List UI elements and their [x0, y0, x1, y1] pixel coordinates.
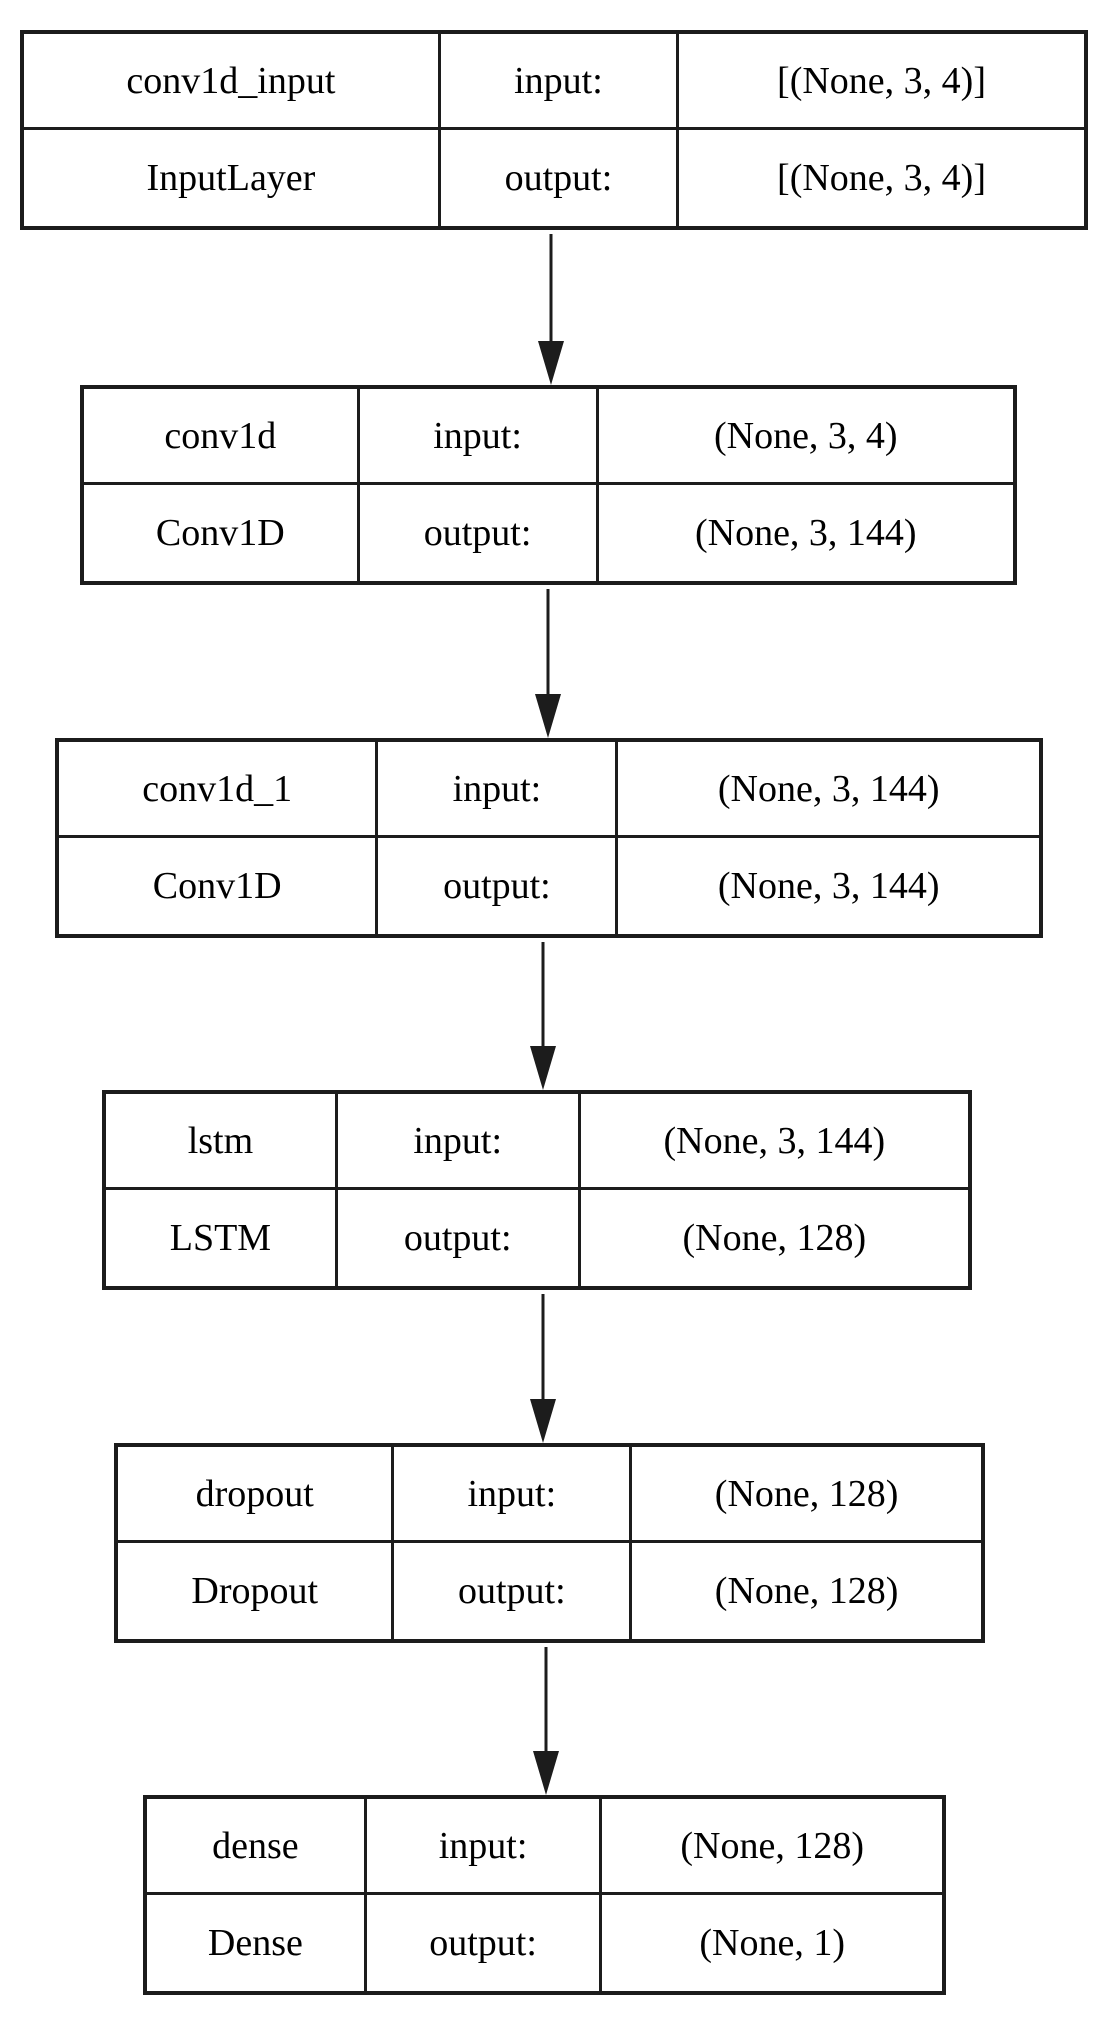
arrow-line — [546, 589, 550, 694]
output-shape: (None, 3, 144) — [694, 512, 917, 554]
connector-arrow — [529, 942, 557, 1090]
layer-class: InputLayer — [24, 130, 441, 226]
arrow-down-icon — [530, 1399, 556, 1443]
arrow-down-icon — [535, 694, 561, 738]
layer-class: LSTM — [106, 1190, 338, 1286]
arrow-down-icon — [538, 341, 564, 385]
output-label: output: — [360, 485, 599, 581]
input-shape: (None, 128) — [632, 1447, 981, 1543]
connector-arrow — [534, 589, 562, 738]
arrow-down-icon — [533, 1751, 559, 1795]
output-shape: (None, 1) — [699, 1922, 846, 1964]
input-shape: (None, 3, 144) — [580, 1094, 968, 1190]
output-label: output: — [441, 130, 680, 226]
output-shape: (None, 128) — [682, 1217, 867, 1259]
layer-name: conv1d — [84, 389, 360, 485]
layer-node-conv1d_1: conv1d_1 input: (None, 3, 144) Conv1D ou… — [55, 738, 1043, 938]
connector-arrow — [529, 1294, 557, 1443]
layer-name: conv1d_input — [24, 34, 441, 130]
layer-node-conv1d_input: conv1d_input input: [(None, 3, 4)] Input… — [20, 30, 1088, 230]
layer-node-lstm: lstm input: (None, 3, 144) LSTM output: … — [102, 1090, 972, 1290]
output-label: output: — [394, 1543, 633, 1639]
layer-class: Conv1D — [59, 838, 379, 934]
output-shape: (None, 3, 144) — [717, 865, 940, 907]
input-label: input: — [337, 1094, 581, 1190]
input-shape: (None, 128) — [602, 1799, 942, 1895]
layer-name: dropout — [118, 1447, 395, 1543]
layer-name: conv1d_1 — [59, 742, 379, 838]
connector-arrow — [537, 234, 565, 385]
output-shape: [(None, 3, 4)] — [777, 157, 986, 199]
layer-class: Conv1D — [84, 485, 360, 581]
layer-node-dropout: dropout input: (None, 128) Dropout outpu… — [114, 1443, 985, 1643]
input-label: input: — [378, 742, 619, 838]
input-shape: [(None, 3, 4)] — [679, 34, 1084, 130]
input-shape: (None, 3, 144) — [618, 742, 1039, 838]
output-label: output: — [367, 1895, 603, 1991]
arrow-down-icon — [530, 1046, 556, 1090]
input-label: input: — [394, 1447, 633, 1543]
arrow-line — [541, 942, 545, 1046]
layer-name: lstm — [106, 1094, 338, 1190]
layer-name: dense — [147, 1799, 367, 1895]
input-label: input: — [366, 1799, 603, 1895]
input-label: input: — [359, 389, 599, 485]
layer-class: Dense — [147, 1895, 367, 1991]
output-label: output: — [378, 838, 619, 934]
output-shape: (None, 128) — [714, 1570, 899, 1612]
connector-arrow — [532, 1647, 560, 1795]
layer-class: Dropout — [118, 1543, 395, 1639]
input-label: input: — [440, 34, 680, 130]
output-label: output: — [338, 1190, 581, 1286]
layer-node-dense: dense input: (None, 128) Dense output: (… — [143, 1795, 946, 1995]
layer-node-conv1d: conv1d input: (None, 3, 4) Conv1D output… — [80, 385, 1017, 585]
arrow-line — [549, 234, 553, 341]
arrow-line — [541, 1294, 545, 1399]
input-shape: (None, 3, 4) — [598, 389, 1013, 485]
arrow-line — [544, 1647, 548, 1751]
